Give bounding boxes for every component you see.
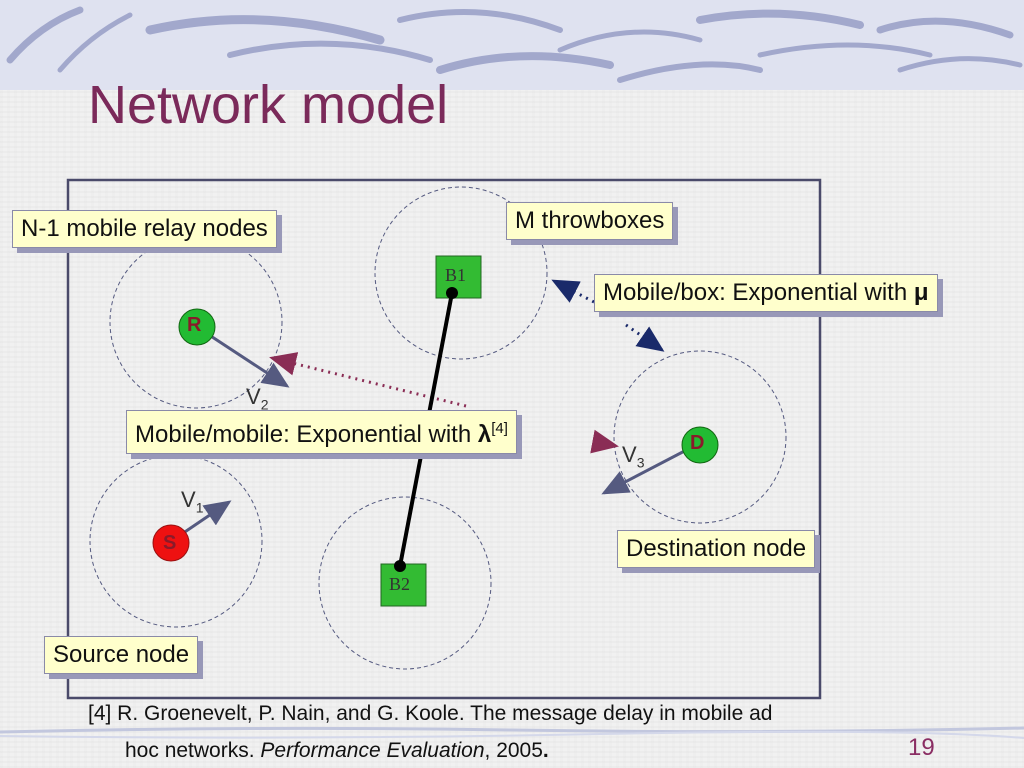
reference-line-2b: , 2005 [484, 739, 543, 762]
throwbox-b2-dot [394, 560, 406, 572]
bottom-decoration [0, 726, 1024, 739]
mobile-mobile-link [269, 352, 467, 408]
velocity-v3-sub: 3 [636, 454, 645, 471]
range-circle-b1 [374, 186, 548, 360]
velocity-vector-v3 [601, 442, 699, 495]
top-decoration [0, 0, 1024, 90]
callout-mobile-box: Mobile/box: Exponential with μ [594, 274, 938, 312]
callout-throwboxes: M throwboxes [506, 202, 674, 240]
mobile-box-arrow-down [625, 323, 665, 352]
slide-title: Network model [88, 75, 449, 135]
reference-line-2: hoc networks. Performance Evaluation, 20… [125, 739, 549, 763]
page-number: 19 [908, 734, 935, 761]
callout-mobile-mobile: Mobile/mobile: Exponential with λ[4] [126, 410, 517, 454]
mobile-mobile-text: Mobile/mobile: Exponential with [135, 421, 478, 448]
range-circle-relay [109, 235, 283, 409]
velocity-v2-letter: V [246, 384, 261, 409]
throwbox-b1-dot [446, 287, 458, 299]
mobile-box-text: Mobile/box: Exponential with [603, 279, 914, 306]
mobile-box-arrow-up [551, 279, 595, 304]
destination-node-d [681, 426, 719, 464]
range-circle-b2 [318, 496, 492, 670]
velocity-label-v2: V2 [246, 384, 268, 412]
callout-source: Source node [44, 636, 199, 674]
callout-relay-nodes: N-1 mobile relay nodes [12, 210, 277, 248]
throwbox-b1 [435, 255, 482, 299]
reference-line-2a: hoc networks. [125, 739, 261, 762]
source-node-s [152, 524, 190, 562]
mobile-mobile-ref: [4] [491, 420, 508, 437]
throwbox-b1-label: B1 [445, 265, 467, 285]
velocity-v2-sub: 2 [260, 396, 269, 413]
destination-node-label: D [690, 432, 705, 454]
throwbox-b2-label: B2 [389, 574, 411, 594]
reference-line-1: [4] R. Groenevelt, P. Nain, and G. Koole… [88, 702, 773, 725]
range-circle-source [89, 454, 263, 628]
velocity-v1-sub: 1 [195, 499, 204, 516]
relay-node-r [178, 308, 216, 346]
source-node-label: S [163, 532, 177, 554]
mobile-mobile-link-end [590, 429, 619, 454]
reference-line-2-end: . [542, 739, 549, 762]
callout-destination: Destination node [617, 530, 816, 568]
velocity-label-v1: V1 [181, 487, 203, 515]
mu-symbol: μ [913, 279, 929, 306]
network-area-border [66, 178, 822, 700]
reference-journal: Performance Evaluation [260, 739, 485, 762]
velocity-v1-letter: V [181, 487, 196, 512]
relay-node-label: R [187, 314, 202, 336]
velocity-label-v3: V3 [622, 442, 644, 470]
lambda-symbol: λ [477, 421, 492, 448]
velocity-v3-letter: V [622, 442, 637, 467]
